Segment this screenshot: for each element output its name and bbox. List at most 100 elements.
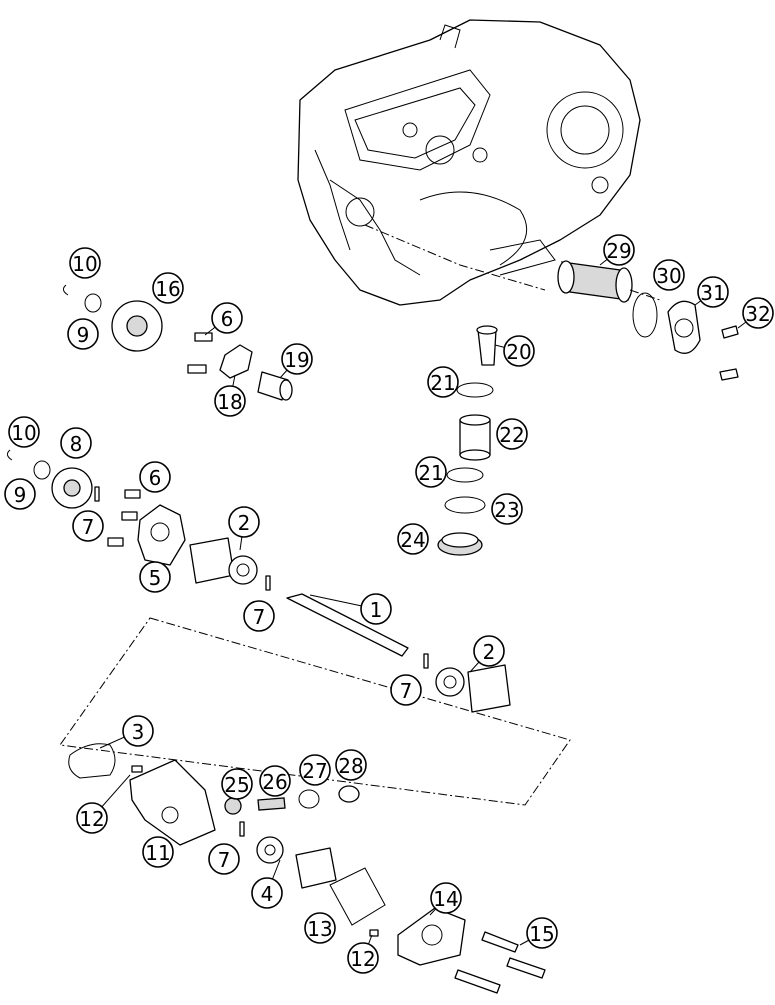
callout-3[interactable]: 3 bbox=[122, 715, 154, 747]
callout-circle bbox=[221, 768, 253, 800]
callout-number: 5 bbox=[149, 566, 162, 590]
callout-circle bbox=[304, 912, 336, 944]
callout-7[interactable]: 7 bbox=[243, 600, 275, 632]
callout-7[interactable]: 7 bbox=[72, 510, 104, 542]
callout-18[interactable]: 18 bbox=[214, 385, 246, 417]
crankcase-drawing bbox=[297, 19, 641, 306]
callout-13[interactable]: 13 bbox=[304, 912, 336, 944]
callout-31[interactable]: 31 bbox=[697, 276, 729, 308]
callout-7[interactable]: 7 bbox=[208, 843, 240, 875]
callout-number: 2 bbox=[238, 511, 251, 535]
callout-number: 4 bbox=[261, 882, 274, 906]
callout-circle bbox=[142, 836, 174, 868]
callout-1[interactable]: 1 bbox=[360, 593, 392, 625]
callout-8[interactable]: 8 bbox=[60, 427, 92, 459]
callout-number: 22 bbox=[499, 423, 524, 447]
callout-2[interactable]: 2 bbox=[228, 506, 260, 538]
callout-11[interactable]: 11 bbox=[142, 836, 174, 868]
pump-housing-drawing bbox=[68, 743, 546, 994]
callout-number: 2 bbox=[483, 640, 496, 664]
callout-circle bbox=[473, 635, 505, 667]
callout-27[interactable]: 27 bbox=[299, 754, 331, 786]
callout-circle bbox=[122, 715, 154, 747]
callout-number: 20 bbox=[506, 340, 531, 364]
callout-circle bbox=[69, 247, 101, 279]
callout-4[interactable]: 4 bbox=[251, 877, 283, 909]
oil-pump-rotor-drawing bbox=[189, 537, 511, 713]
callout-22[interactable]: 22 bbox=[496, 418, 528, 450]
callout-number: 6 bbox=[149, 466, 162, 490]
callout-number: 11 bbox=[145, 841, 170, 865]
callout-circle bbox=[72, 510, 104, 542]
callout-9[interactable]: 9 bbox=[4, 478, 36, 510]
callout-12[interactable]: 12 bbox=[76, 802, 108, 834]
callout-circle bbox=[208, 843, 240, 875]
callout-number: 25 bbox=[224, 773, 249, 797]
leader-lines bbox=[91, 249, 759, 959]
callout-number: 10 bbox=[72, 252, 97, 276]
callout-number: 16 bbox=[155, 277, 180, 301]
callout-circle bbox=[390, 674, 422, 706]
callout-32[interactable]: 32 bbox=[742, 297, 774, 329]
callout-circle bbox=[415, 456, 447, 488]
callout-number: 31 bbox=[700, 281, 725, 305]
callout-14[interactable]: 14 bbox=[430, 882, 462, 914]
callout-number: 7 bbox=[400, 679, 413, 703]
callout-circle bbox=[503, 335, 535, 367]
callout-circle bbox=[335, 749, 367, 781]
callout-30[interactable]: 30 bbox=[653, 259, 685, 291]
callout-21[interactable]: 21 bbox=[415, 456, 447, 488]
callout-12[interactable]: 12 bbox=[347, 942, 379, 974]
callout-15[interactable]: 15 bbox=[526, 917, 558, 949]
callout-9[interactable]: 9 bbox=[67, 318, 99, 350]
callout-number: 9 bbox=[14, 483, 27, 507]
callout-number: 12 bbox=[350, 947, 375, 971]
callout-23[interactable]: 23 bbox=[491, 493, 523, 525]
callout-10[interactable]: 10 bbox=[8, 416, 40, 448]
callout-10[interactable]: 10 bbox=[69, 247, 101, 279]
callout-circle bbox=[8, 416, 40, 448]
callout-26[interactable]: 26 bbox=[259, 765, 291, 797]
callout-circle bbox=[139, 461, 171, 493]
upper-gear-group-drawing bbox=[62, 284, 293, 401]
callout-circle bbox=[67, 318, 99, 350]
callout-21[interactable]: 21 bbox=[427, 366, 459, 398]
callout-number: 15 bbox=[529, 922, 554, 946]
callout-number: 28 bbox=[338, 754, 363, 778]
callout-circle bbox=[427, 366, 459, 398]
callout-16[interactable]: 16 bbox=[152, 272, 184, 304]
lower-gear-group-drawing bbox=[6, 449, 186, 566]
callout-number: 7 bbox=[218, 848, 231, 872]
callout-circle bbox=[76, 802, 108, 834]
callout-circle bbox=[243, 600, 275, 632]
pump-assembly-boundary bbox=[59, 617, 571, 806]
callout-circle bbox=[347, 942, 379, 974]
callout-circle bbox=[653, 259, 685, 291]
callout-28[interactable]: 28 bbox=[335, 749, 367, 781]
callout-19[interactable]: 19 bbox=[281, 343, 313, 375]
callout-circle bbox=[251, 877, 283, 909]
callout-29[interactable]: 29 bbox=[603, 234, 635, 266]
callout-25[interactable]: 25 bbox=[221, 768, 253, 800]
callout-number: 8 bbox=[70, 432, 83, 456]
callout-number: 13 bbox=[307, 917, 332, 941]
callout-6[interactable]: 6 bbox=[211, 302, 243, 334]
callout-24[interactable]: 24 bbox=[397, 523, 429, 555]
callout-number: 26 bbox=[262, 770, 287, 794]
callout-circle bbox=[152, 272, 184, 304]
callout-number: 23 bbox=[494, 498, 519, 522]
callout-circle bbox=[281, 343, 313, 375]
callout-circle bbox=[491, 493, 523, 525]
callout-7[interactable]: 7 bbox=[390, 674, 422, 706]
callout-number: 27 bbox=[302, 759, 327, 783]
callout-circle bbox=[299, 754, 331, 786]
callout-number: 32 bbox=[745, 302, 770, 326]
callout-5[interactable]: 5 bbox=[139, 561, 171, 593]
callout-20[interactable]: 20 bbox=[503, 335, 535, 367]
callout-6[interactable]: 6 bbox=[139, 461, 171, 493]
callout-2[interactable]: 2 bbox=[473, 635, 505, 667]
callout-circle bbox=[526, 917, 558, 949]
callout-number: 19 bbox=[284, 348, 309, 372]
callout-number: 7 bbox=[82, 515, 95, 539]
